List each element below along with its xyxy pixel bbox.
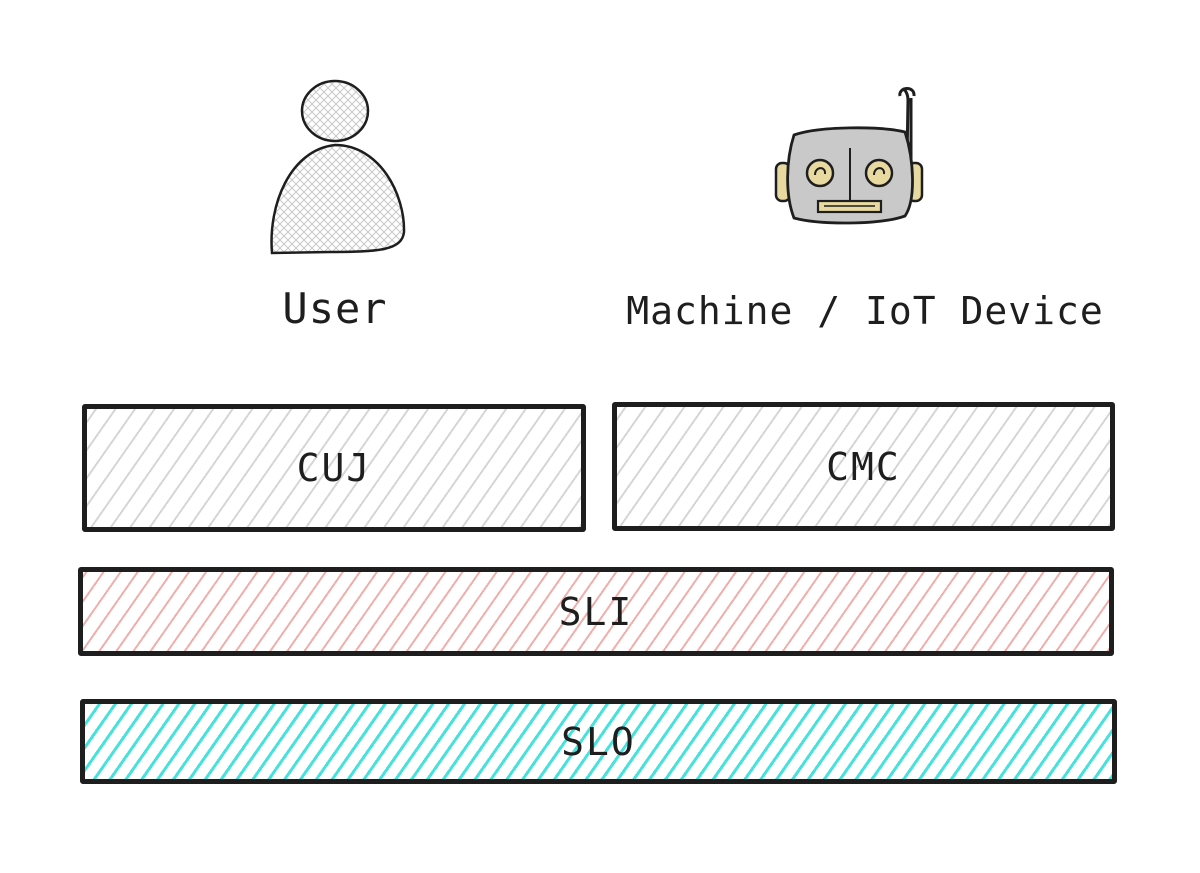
slo-box: SLO: [80, 699, 1117, 784]
sli-box: SLI: [78, 567, 1114, 656]
cuj-box: CUJ: [82, 404, 586, 532]
user-label: User: [282, 284, 388, 333]
slo-label: SLO: [561, 719, 636, 764]
cmc-box: CMC: [612, 402, 1115, 531]
cuj-label: CUJ: [296, 446, 372, 490]
machine-label: Machine / IoT Device: [626, 289, 1104, 333]
sli-label: SLI: [558, 589, 634, 634]
cmc-label: CMC: [826, 444, 901, 489]
